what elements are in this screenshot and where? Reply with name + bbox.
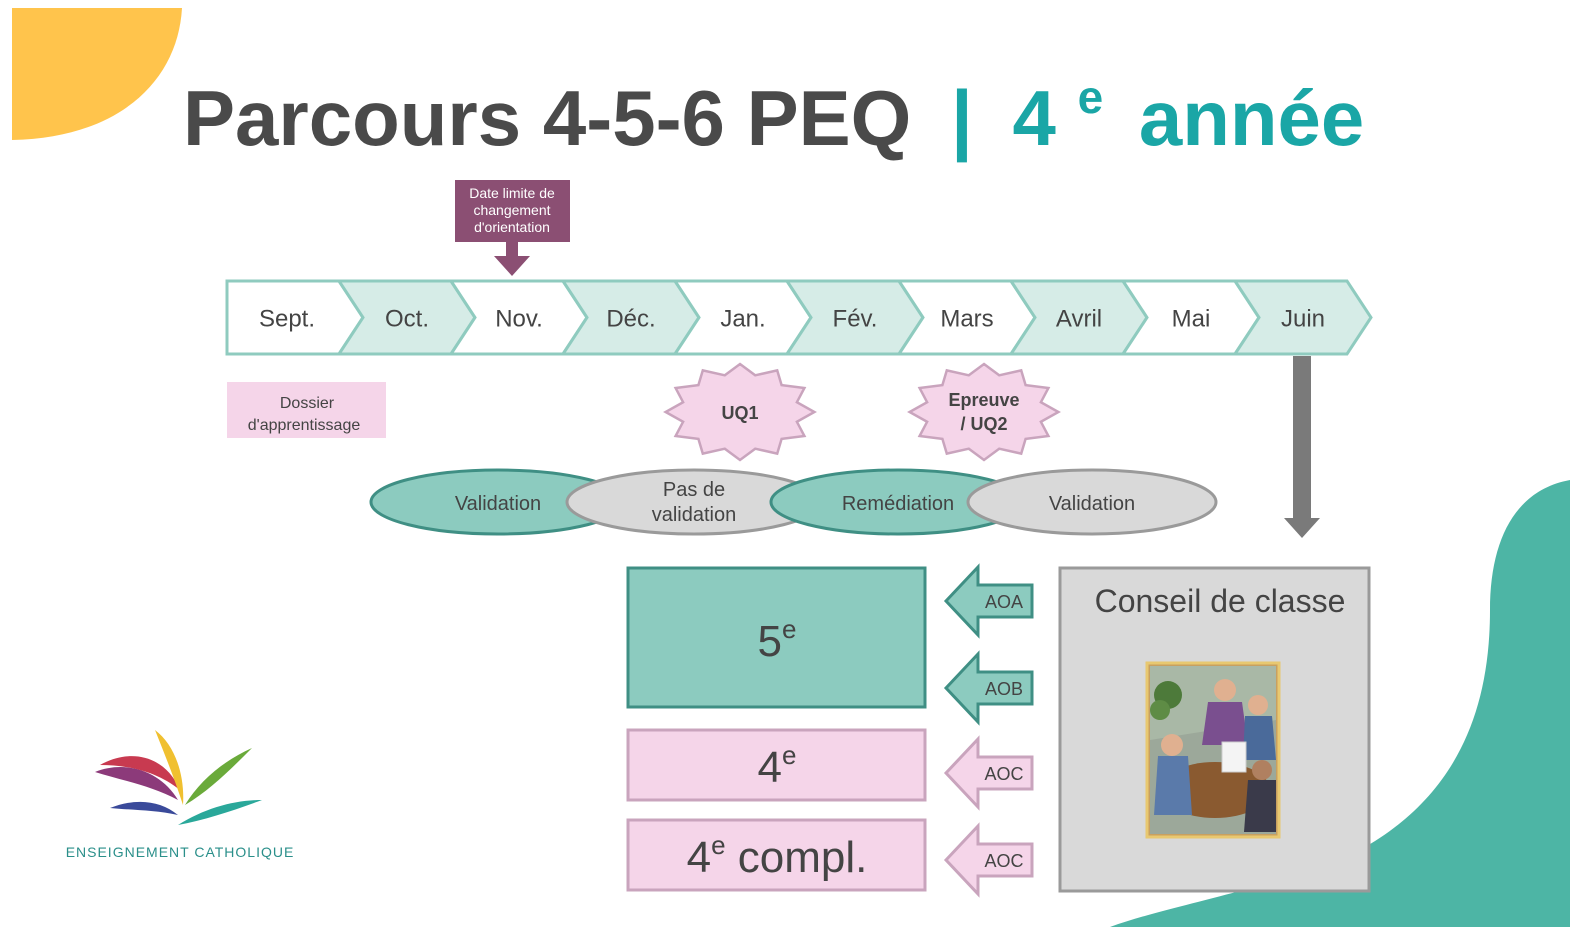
teal-wave-shape [1110,480,1570,927]
attestation-label: AOA [985,592,1023,612]
uq2-burst-shape [907,362,1061,462]
attestation-left-arrow-icon [943,735,1034,811]
dossier-line1: Dossier [280,395,335,412]
logo-blue-stroke [110,801,178,815]
outcome-box-5e [626,566,927,709]
deadline-arrow-icon [494,242,530,276]
meeting-illustration [1145,661,1281,839]
title-separator: | [951,74,973,162]
phase-ellipse-validation-2 [966,468,1218,536]
attestation-arrows: AOA AOB AOC AOC [943,563,1034,898]
deadline-box [455,180,570,242]
deadline-line1: Date limite de [469,185,555,201]
logo-purple-stroke [95,767,178,800]
outcome-box-4e [626,728,927,802]
logo-yellow-stroke [155,730,184,805]
yellow-corner-shape [12,8,182,140]
title-accent-superscript: e [1078,71,1104,123]
title-accent-word: année [1139,74,1364,162]
attestation-label: AOC [984,851,1023,871]
title-accent-number: 4 [1013,74,1056,162]
logo-teal-stroke [178,800,262,825]
logo-red-stroke [100,756,180,790]
conseil-title: Conseil de classe [1095,583,1346,619]
title-main: Parcours 4-5-6 PEQ [183,74,911,162]
month-label: Mai [1172,306,1211,333]
deadline-line3: d'orientation [474,219,550,235]
month-label: Mars [940,306,993,333]
month-chevron [1232,279,1373,356]
month-label: Juin [1281,306,1325,333]
logo-green-stroke [185,748,252,805]
phase-ellipses: Validation Pas de validation Remédiation… [369,468,1218,536]
attestation-label: AOB [985,679,1023,699]
phase-label-3: Remédiation [842,493,954,515]
enseignement-catholique-logo: ENSEIGNEMENT CATHOLIQUE [66,730,295,860]
deadline-line2: changement [473,202,550,218]
uq1-label: UQ1 [721,403,758,423]
month-label: Sept. [259,306,315,333]
june-down-arrow-icon [1284,356,1320,538]
phase-label-1: Validation [455,493,541,515]
outcome-label-4e-compl: 4e compl. [687,830,868,882]
attestation-left-arrow-icon [943,650,1034,726]
phase-label-2a: Pas de [663,479,725,501]
outcome-box-4e-compl [626,818,927,892]
month-label: Jan. [720,306,765,333]
dossier-box [227,382,386,438]
phase-label-4: Validation [1049,493,1135,515]
month-label: Fév. [833,306,878,333]
uq2-line2: / UQ2 [960,414,1007,434]
attestation-left-arrow-icon [943,822,1034,898]
uq1-burst-shape [663,362,817,462]
logo-text: ENSEIGNEMENT CATHOLIQUE [66,844,295,860]
svg-text:Parcours 4-5-6 PEQ | 4: Parcours 4-5-6 PEQ | 4 e année [183,42,1364,162]
month-label: Nov. [495,306,543,333]
month-timeline: Sept. Oct. Nov. Déc. Jan. Fév. Mars Avril Mai Jui… [225,279,1373,356]
month-label: Oct. [385,306,429,333]
uq2-line1: Epreuve [948,390,1019,410]
phase-label-2b: validation [652,504,737,526]
attestation-left-arrow-icon [943,563,1034,639]
outcome-label-4e: 4e [758,740,797,792]
deadline-callout: Date limite de changement d'orientation [455,180,570,276]
attestation-label: AOC [984,764,1023,784]
outcome-label-5e: 5e [758,614,797,666]
month-label: Déc. [606,306,655,333]
dossier-line2: d'apprentissage [248,417,361,434]
month-label: Avril [1056,306,1102,333]
